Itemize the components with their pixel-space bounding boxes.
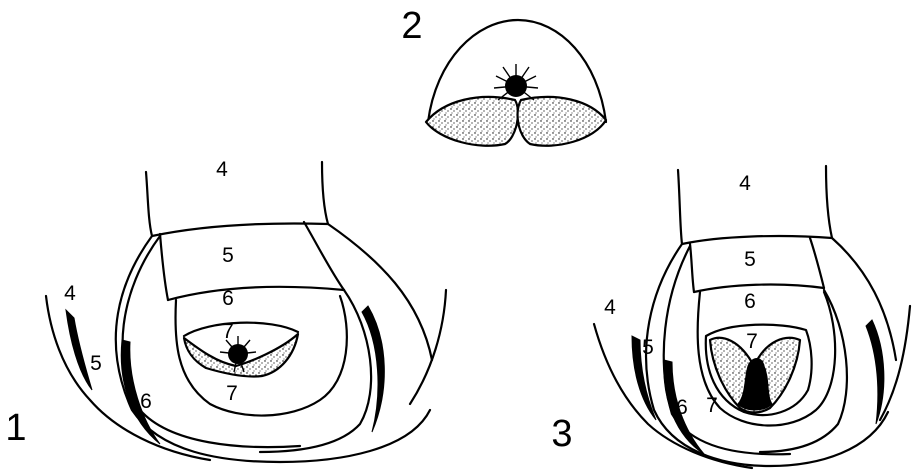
- fig3-label-zone5-side: 5: [642, 336, 654, 359]
- fig3-label-zone4-side: 4: [604, 296, 616, 319]
- figure-1: 4 4 5 5 6 6 7 7 1: [5, 158, 446, 462]
- fig1-label-zone6-top: 6: [222, 287, 234, 310]
- fig1-zone5-top-line: [152, 224, 328, 237]
- fig3-label-zone5-top: 5: [744, 248, 756, 271]
- fig2-right-lobe: [518, 97, 606, 146]
- fig3-label-zone7-top: 7: [746, 330, 758, 353]
- fig1-zone5-side-contour: [260, 290, 371, 452]
- fig3-zone5-left-edge: [690, 244, 694, 292]
- fig3-bold-edge-right: [866, 320, 884, 424]
- fig2-number: 2: [401, 5, 422, 47]
- fig1-number: 1: [5, 407, 26, 449]
- fig3-number: 3: [551, 413, 572, 455]
- fig1-zone7-upper-arc: [184, 323, 298, 336]
- fig3-label-zone6-side: 6: [676, 396, 688, 419]
- fig1-label-zone4-top: 4: [216, 158, 228, 181]
- fig3-label-zone6-top: 6: [744, 290, 756, 313]
- fig1-outer-left-wall: [116, 172, 430, 462]
- fig3-right-flare: [880, 306, 910, 420]
- fig3-zone5-bottom-line: [694, 285, 824, 292]
- fig3-label-zone4-top: 4: [739, 172, 751, 195]
- fig1-label-zone5-side: 5: [90, 352, 102, 375]
- fig3-zone5-right-edge: [810, 238, 824, 288]
- fig3-label-zone7-side: 7: [706, 394, 718, 417]
- fig1-label-zone7-top: 7: [222, 320, 234, 343]
- fig1-zone5-left-edge: [160, 234, 168, 300]
- fig1-label-zone5-top: 5: [222, 244, 234, 267]
- figure-2: 2: [401, 5, 606, 146]
- fig1-bold-edge-left: [66, 310, 92, 390]
- fig1-label-zone6-side: 6: [140, 390, 152, 413]
- fig3-outer-right-wall: [826, 166, 896, 360]
- fig1-label-zone4-side: 4: [64, 282, 76, 305]
- figure-3: 4 4 5 5 6 6 7 7 3: [551, 166, 910, 468]
- fig1-zone5-bottom-line: [168, 287, 344, 300]
- fig2-left-lobe: [426, 97, 518, 146]
- fig1-label-zone7-bottom: 7: [226, 382, 238, 405]
